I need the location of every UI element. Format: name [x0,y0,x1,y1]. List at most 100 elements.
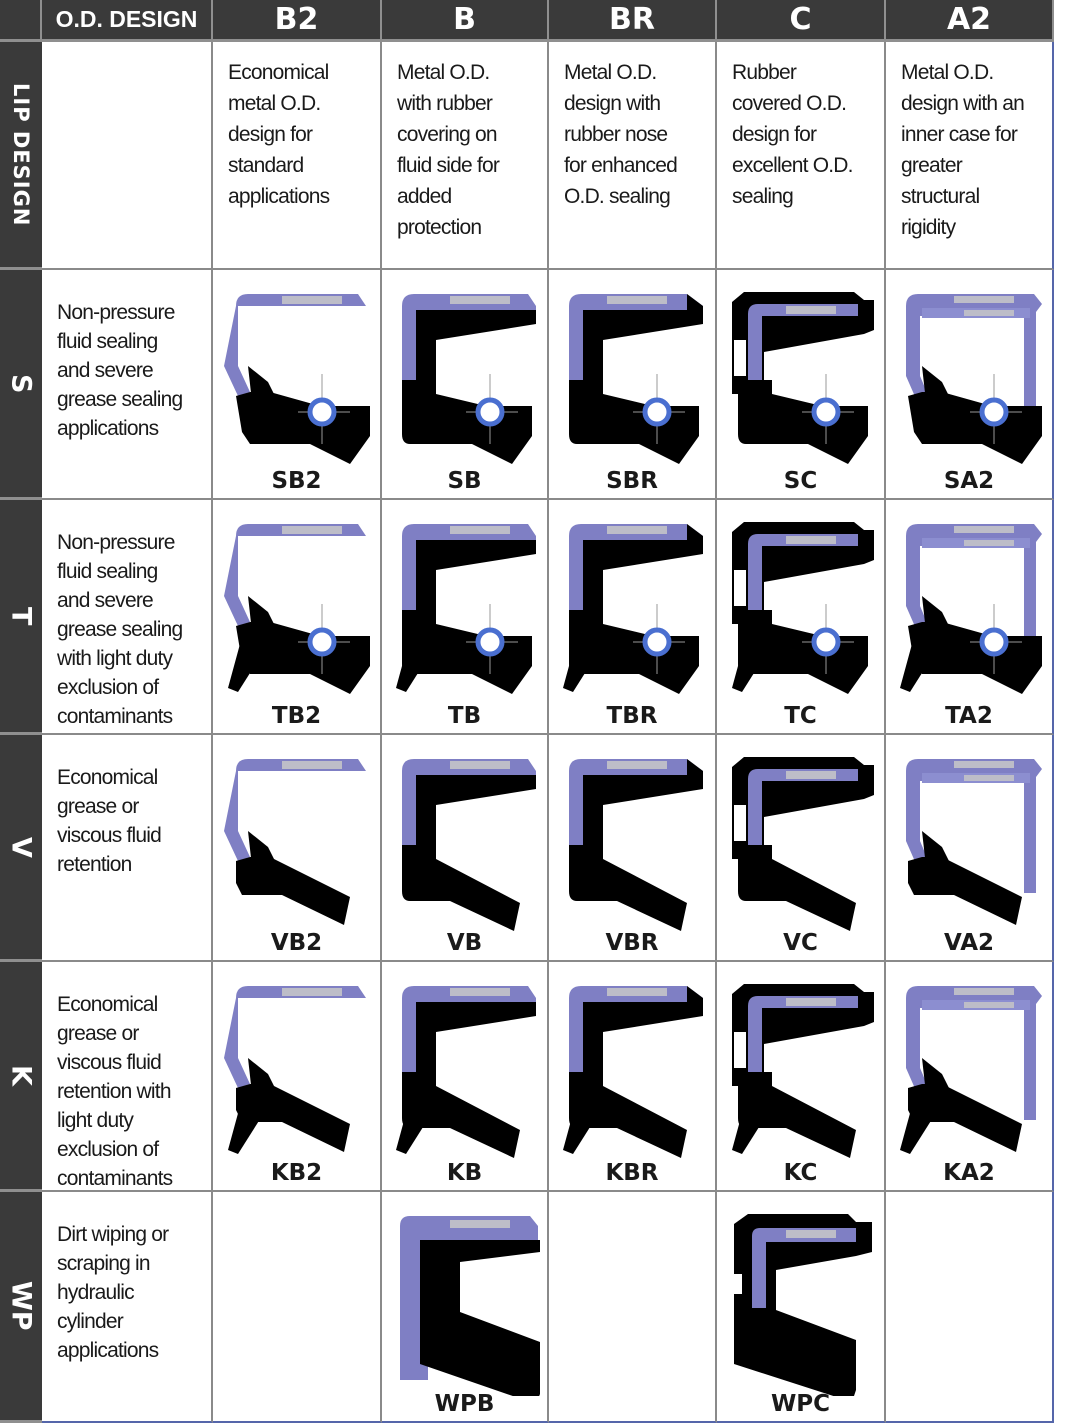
column-header-br: BR [549,0,717,42]
seal-sb: SB [382,270,549,500]
lip-code-text: K [5,1065,37,1086]
seal-cross-section-icon [401,759,536,931]
seal-cross-section-icon [223,294,370,464]
column-code: C [789,2,812,37]
od-description-a2: Metal O.D. design with an inner case for… [886,42,1054,270]
empty-seal-cell-br [549,1192,717,1423]
lip-code-t: T [0,500,42,735]
seal-cross-section-icon [223,524,370,694]
seal-cross-section-icon [731,757,874,931]
seal-cross-section-icon [563,986,703,1158]
seal-ka2: KA2 [886,962,1054,1192]
seal-kbr: KBR [549,962,717,1192]
seal-kb2: KB2 [213,962,382,1192]
lip-code-text: V [5,836,37,858]
seal-code-label: KB [446,1160,483,1186]
seal-tb2: TB2 [213,500,382,735]
seal-cross-section-icon [563,524,703,694]
seal-sc: SC [717,270,886,500]
seal-cross-section-icon [731,522,874,694]
lip-description-t: Non-pressure fluid sealing and severe gr… [42,500,213,735]
seal-code-label: TBR [606,703,658,729]
od-description-b: Metal O.D. with rubber covering on fluid… [382,42,549,270]
seal-code-label: KC [783,1160,818,1186]
seal-code-label: KA2 [943,1160,995,1186]
column-code: A2 [946,2,992,37]
seal-cross-section-icon [395,986,536,1158]
seal-code-label: VBR [605,930,659,956]
seal-code-label: SC [783,468,818,494]
seal-cross-section-icon [906,294,1042,464]
lip-description-wp: Dirt wiping or scraping in hydraulic cyl… [42,1192,213,1423]
lip-description-k: Economical grease or viscous fluid reten… [42,962,213,1192]
lip-code-text: WP [5,1281,37,1331]
seal-code-label: WPC [770,1391,831,1417]
seal-cross-section-icon [731,292,874,464]
seal-cross-section-icon [900,524,1042,694]
seal-wpb: WPB [382,1192,549,1423]
seal-cross-section-icon [399,1216,540,1396]
empty-seal-cell-a2 [886,1192,1054,1423]
lip-design-text: LIP DESIGN [9,82,33,227]
seal-sb2: SB2 [213,270,382,500]
lip-design-label: LIP DESIGN [0,42,42,270]
lip-code-k: K [0,962,42,1192]
seal-code-label: TC [784,703,817,729]
od-design-header: O.D. DESIGN [42,0,213,42]
corner-cell [0,0,42,42]
seal-code-label: VC [783,930,818,956]
seal-code-label: TB2 [271,703,322,729]
seal-code-label: SB2 [271,468,322,494]
seal-vc: VC [717,735,886,962]
column-header-c: C [717,0,886,42]
seal-va2: VA2 [886,735,1054,962]
seal-tb: TB [382,500,549,735]
column-code: B [453,2,476,37]
seal-tbr: TBR [549,500,717,735]
seal-ta2: TA2 [886,500,1054,735]
lip-code-v: V [0,735,42,962]
column-header-b: B [382,0,549,42]
seal-kb: KB [382,962,549,1192]
od-description-b2: Economical metal O.D. design for standar… [213,42,382,270]
seal-sbr: SBR [549,270,717,500]
seal-code-label: WPB [434,1391,495,1417]
seal-code-label: KB2 [270,1160,323,1186]
seal-code-label: VA2 [943,930,995,956]
seal-cross-section-icon [223,986,366,1154]
column-header-a2: A2 [886,0,1054,42]
seal-cross-section-icon [569,759,703,931]
seal-code-label: SBR [606,468,658,494]
column-code: BR [609,2,655,37]
lip-code-text: T [5,606,37,626]
seal-cross-section-icon [395,524,536,694]
seal-tc: TC [717,500,886,735]
lip-code-text: S [5,373,37,394]
empty-seal-cell-b2 [213,1192,382,1423]
lip-description-v: Economical grease or viscous fluid reten… [42,735,213,962]
seal-code-label: TB [447,703,482,729]
lip-description-s: Non-pressure fluid sealing and severe gr… [42,270,213,500]
seal-vb2: VB2 [213,735,382,962]
lip-code-wp: WP [0,1192,42,1423]
column-header-b2: B2 [213,0,382,42]
seal-cross-section-icon [401,294,536,464]
seal-vb: VB [382,735,549,962]
od-description-c: Rubber covered O.D. design for excellent… [717,42,886,270]
seal-code-label: VB [446,930,483,956]
seal-wpc: WPC [717,1192,886,1423]
lip-code-s: S [0,270,42,500]
seal-code-label: KBR [605,1160,659,1186]
seal-cross-section-icon [731,984,874,1158]
seal-cross-section-icon [569,294,703,464]
seal-cross-section-icon [223,759,366,925]
seal-vbr: VBR [549,735,717,962]
seal-sa2: SA2 [886,270,1054,500]
seal-cross-section-icon [733,1214,872,1396]
seal-code-label: SB [447,468,482,494]
seal-kc: KC [717,962,886,1192]
od-description-br: Metal O.D. design with rubber nose for e… [549,42,717,270]
seal-code-label: VB2 [270,930,323,956]
seal-cross-section-icon [900,986,1042,1154]
